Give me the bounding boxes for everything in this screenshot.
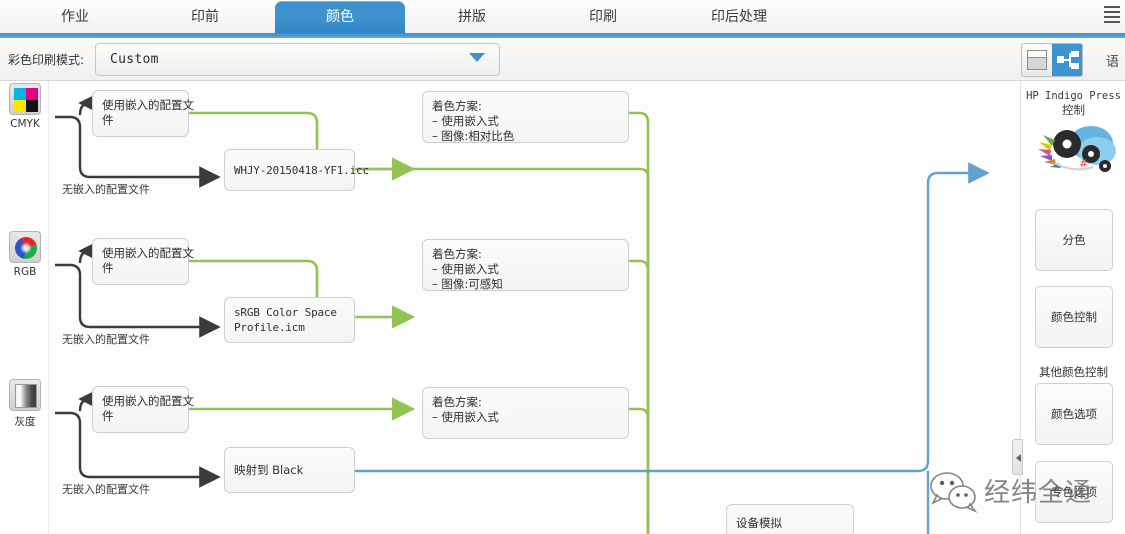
color-flow-canvas: CMYK RGB 灰度 使用嵌入的配置文 件 使用嵌入的配置文 件 使用嵌入的配… bbox=[0, 81, 1125, 534]
other-color-controls-label: 其他颜色控制 bbox=[1039, 365, 1108, 379]
chevron-down-icon bbox=[469, 53, 485, 62]
tab-job[interactable]: 作业 bbox=[61, 9, 89, 25]
press-control-panel: HP Indigo Press 控制 # 分色 颜色控制 bbox=[1012, 81, 1125, 534]
node-rgb-intent-line-2: – 图像:可感知 bbox=[432, 277, 503, 291]
button-color-control[interactable]: 颜色控制 bbox=[1035, 286, 1113, 348]
tab-bar-underline bbox=[0, 33, 1125, 38]
node-rgb-embedded-profile-text: 使用嵌入的配置文 件 bbox=[102, 246, 194, 275]
node-gray-rendering-intent[interactable]: 着色方案: – 使用嵌入式 bbox=[422, 387, 629, 439]
source-rgb-label: RGB bbox=[13, 266, 37, 278]
node-rgb-intent-line-1: – 使用嵌入式 bbox=[432, 262, 499, 276]
grayscale-bar-icon bbox=[9, 379, 41, 411]
tab-color[interactable]: 颜色 bbox=[275, 1, 405, 33]
node-cmyk-intent-line-1: – 使用嵌入式 bbox=[432, 114, 499, 128]
toolbar: 彩色印刷模式: Custom 语 bbox=[0, 38, 1125, 81]
source-rgb[interactable]: RGB bbox=[3, 231, 47, 278]
node-gray-map-to-black[interactable]: 映射到 Black bbox=[224, 447, 355, 493]
cmyk-swatch-icon bbox=[9, 83, 41, 115]
node-rgb-intent-title: 着色方案: bbox=[432, 247, 482, 261]
tab-postpress[interactable]: 印后处理 bbox=[711, 9, 767, 25]
node-device-simulation-text: 设备模拟 bbox=[736, 516, 782, 530]
source-cmyk-label: CMYK bbox=[10, 118, 40, 130]
tab-imposition[interactable]: 拼版 bbox=[458, 9, 486, 25]
node-cmyk-icc-profile-text: WHJY-20150418-YF1.icc bbox=[234, 163, 369, 177]
color-print-mode-value: Custom bbox=[110, 52, 159, 67]
edge-label-gray-no-embedded: 无嵌入的配置文件 bbox=[62, 483, 150, 496]
node-cmyk-icc-profile[interactable]: WHJY-20150418-YF1.icc bbox=[224, 149, 369, 191]
view-toggle-group bbox=[1021, 43, 1083, 77]
flow-connectors bbox=[55, 92, 990, 534]
node-gray-embedded-profile-text: 使用嵌入的配置文 件 bbox=[102, 394, 194, 423]
source-grayscale-label: 灰度 bbox=[14, 416, 36, 428]
printing-press-icon: # bbox=[1038, 126, 1116, 172]
node-device-simulation[interactable]: 设备模拟 bbox=[726, 504, 854, 534]
button-color-control-label: 颜色控制 bbox=[1051, 310, 1097, 324]
node-gray-embedded-profile[interactable]: 使用嵌入的配置文 件 bbox=[92, 386, 194, 433]
node-gray-intent-title: 着色方案: bbox=[432, 395, 482, 409]
svg-text:#: # bbox=[1079, 157, 1088, 170]
source-grayscale[interactable]: 灰度 bbox=[3, 379, 47, 429]
source-cmyk[interactable]: CMYK bbox=[3, 83, 47, 130]
color-print-mode-label: 彩色印刷模式: bbox=[8, 53, 85, 67]
node-cmyk-intent-line-2: – 图像:相对比色 bbox=[432, 129, 515, 143]
toolbar-right-glyph: 语 bbox=[1105, 55, 1119, 70]
list-view-icon[interactable] bbox=[1022, 44, 1052, 76]
graph-view-icon[interactable] bbox=[1052, 44, 1082, 76]
hamburger-menu-icon[interactable] bbox=[1104, 6, 1122, 26]
tab-print[interactable]: 印刷 bbox=[589, 9, 617, 25]
rgb-wheel-icon bbox=[9, 231, 41, 263]
color-print-mode-select[interactable]: Custom bbox=[95, 43, 500, 76]
press-control-title-line1: HP Indigo Press bbox=[1026, 90, 1121, 102]
edge-label-cmyk-no-embedded: 无嵌入的配置文件 bbox=[62, 183, 150, 196]
node-gray-map-to-black-text: 映射到 Black bbox=[234, 462, 304, 477]
button-separation-label: 分色 bbox=[1062, 233, 1086, 247]
edge-label-rgb-no-embedded: 无嵌入的配置文件 bbox=[62, 333, 150, 346]
button-spot-options-label: 专色选项 bbox=[1051, 485, 1097, 499]
button-spot-options[interactable]: 专色选项 bbox=[1035, 461, 1113, 523]
button-color-options[interactable]: 颜色选项 bbox=[1035, 383, 1113, 445]
node-rgb-embedded-profile[interactable]: 使用嵌入的配置文 件 bbox=[92, 238, 194, 285]
press-control-title: HP Indigo Press 控制 bbox=[1021, 89, 1125, 117]
node-cmyk-intent-title: 着色方案: bbox=[432, 99, 482, 113]
node-cmyk-rendering-intent[interactable]: 着色方案: – 使用嵌入式 – 图像:相对比色 bbox=[422, 91, 629, 143]
node-cmyk-embedded-profile[interactable]: 使用嵌入的配置文 件 bbox=[92, 90, 194, 137]
node-rgb-icc-profile[interactable]: sRGB Color Space Profile.icm bbox=[224, 297, 355, 343]
canvas-left-rail bbox=[0, 81, 49, 534]
node-rgb-icc-profile-text: sRGB Color Space Profile.icm bbox=[234, 306, 337, 334]
tab-prepress[interactable]: 印前 bbox=[191, 9, 219, 25]
node-gray-intent-line-1: – 使用嵌入式 bbox=[432, 410, 499, 424]
node-cmyk-embedded-profile-text: 使用嵌入的配置文 件 bbox=[102, 98, 194, 127]
collapse-left-icon[interactable] bbox=[1012, 439, 1023, 475]
button-separation[interactable]: 分色 bbox=[1035, 209, 1113, 271]
tab-bar: 作业 印前 颜色 拼版 印刷 印后处理 bbox=[0, 0, 1125, 33]
press-control-title-line2: 控制 bbox=[1062, 103, 1085, 117]
button-color-options-label: 颜色选项 bbox=[1051, 407, 1097, 421]
node-rgb-rendering-intent[interactable]: 着色方案: – 使用嵌入式 – 图像:可感知 bbox=[422, 239, 629, 291]
